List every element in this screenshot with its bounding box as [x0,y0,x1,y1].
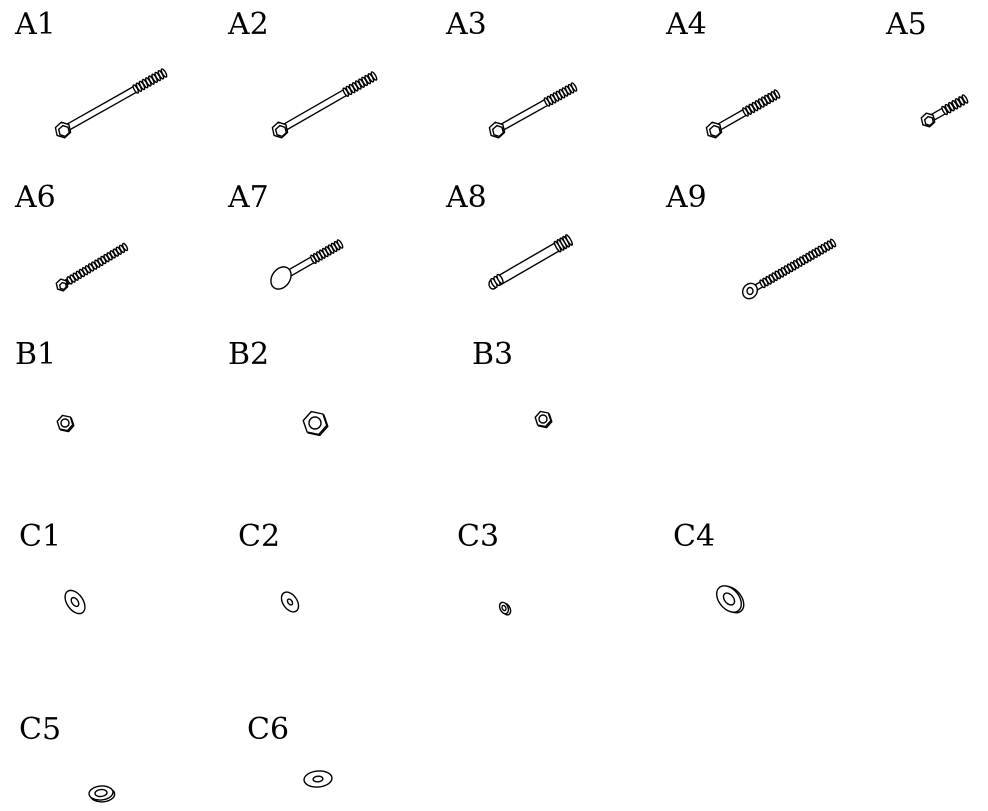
hex-bolt-a5-icon [920,94,969,128]
washer-c6-icon [303,770,333,788]
hex-bolt-a2-icon [271,71,378,139]
label-c3: C3 [457,519,499,554]
carriage-bolt-a7-icon [270,239,344,290]
label-a6: A6 [14,180,56,215]
hex-nut-b2-icon [302,410,329,437]
hex-bolt-a4-icon [705,89,781,139]
label-a8: A8 [445,180,487,215]
washer-c1-icon [64,589,86,615]
label-c6: C6 [247,712,289,747]
label-b3: B3 [472,337,513,372]
label-b2: B2 [228,337,269,372]
threaded-bolt-a6-icon [55,242,129,292]
label-a5: A5 [885,7,927,42]
label-b1: B1 [15,337,56,372]
label-a7: A7 [227,180,269,215]
label-a9: A9 [665,180,707,215]
label-c1: C1 [19,519,61,554]
hex-nut-b1-icon [56,414,75,433]
label-c5: C5 [19,712,61,747]
washer-c4-icon [715,585,745,614]
hex-bolt-a3-icon [488,82,578,139]
washer-c2-icon [280,591,300,613]
lock-washer-c3-icon [498,601,512,616]
hex-nut-b3-icon [534,410,553,429]
axle-bolt-a8-icon [488,234,573,290]
label-a2: A2 [227,7,269,42]
label-c2: C2 [238,519,280,554]
washer-c5-icon [88,785,116,803]
label-a1: A1 [14,7,56,42]
label-a4: A4 [665,7,707,42]
label-a3: A3 [445,7,487,42]
socket-screw-a9-icon [741,238,837,300]
label-c4: C4 [673,519,715,554]
hex-bolt-a1-icon [54,68,168,139]
